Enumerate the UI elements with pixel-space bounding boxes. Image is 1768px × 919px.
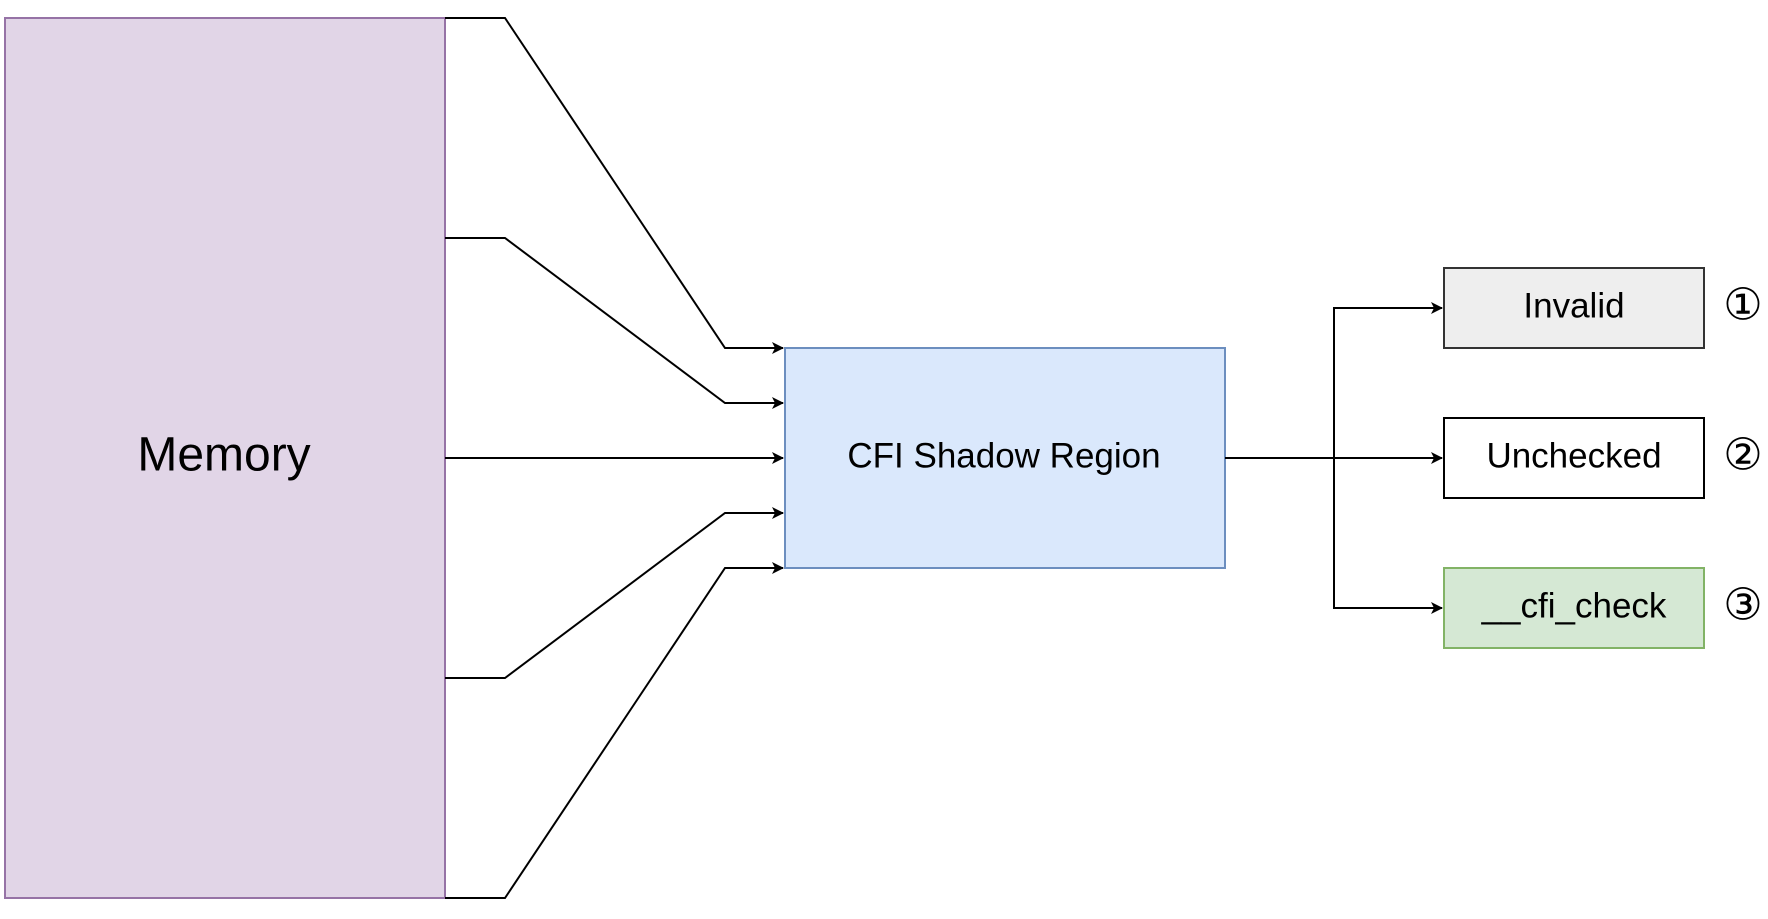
edge-memory-shadow-4: [445, 507, 784, 679]
edge-memory-shadow-5: [445, 562, 784, 899]
shadow-node: CFI Shadow Region: [784, 347, 1226, 569]
cfi-check-label: __cfi_check: [1481, 586, 1667, 625]
shadow-label: CFI Shadow Region: [847, 436, 1160, 475]
shadow-to-outcome-edges: [1225, 302, 1443, 614]
unchecked-marker: ②: [1723, 431, 1762, 480]
edge-memory-shadow-2: [445, 237, 784, 409]
unchecked-node: Unchecked ②: [1443, 417, 1763, 499]
edge-shadow-invalid: [1333, 302, 1443, 458]
memory-label: Memory: [137, 429, 310, 482]
invalid-box: [1443, 267, 1705, 349]
invalid-marker: ①: [1723, 281, 1762, 330]
invalid-label: Invalid: [1523, 286, 1624, 325]
edge-memory-shadow-1: [445, 17, 784, 354]
invalid-node: Invalid ①: [1443, 267, 1763, 349]
edge-shadow-cfi-check: [1333, 458, 1443, 614]
unchecked-box: [1443, 417, 1705, 499]
cfi-check-node: __cfi_check ③: [1443, 567, 1763, 649]
unchecked-label: Unchecked: [1486, 436, 1661, 475]
cfi-check-box: [1443, 567, 1705, 649]
memory-node: Memory: [4, 17, 446, 899]
memory-box: [4, 17, 446, 899]
cfi-check-marker: ③: [1723, 581, 1762, 630]
memory-to-shadow-edges: [445, 17, 784, 899]
shadow-box: [784, 347, 1226, 569]
